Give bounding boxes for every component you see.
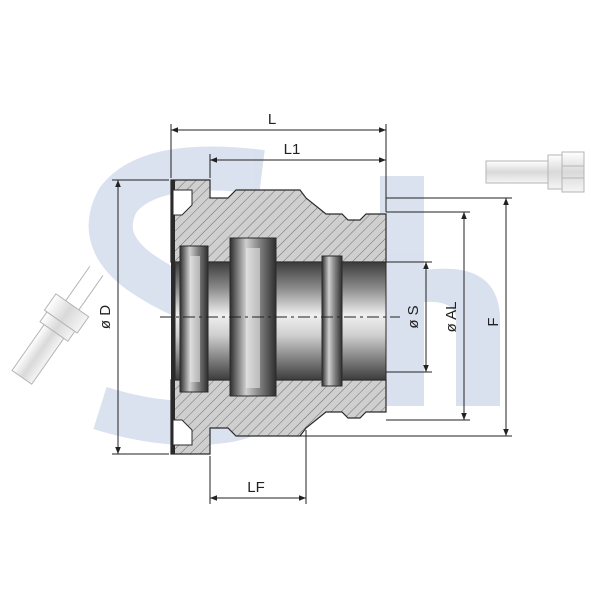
part-section	[170, 179, 387, 455]
dimension-D: ø D	[97, 179, 169, 455]
dim-F-label: F	[485, 317, 502, 326]
dim-LF-label: LF	[247, 479, 265, 496]
dimension-S: ø S	[386, 261, 432, 373]
dim-AL-label: ø AL	[443, 302, 460, 333]
dim-D-label: ø D	[97, 305, 114, 329]
dim-S-label: ø S	[405, 305, 422, 328]
dimension-F: F	[300, 197, 512, 437]
dim-L-label: L	[268, 111, 276, 128]
dimension-LF: LF	[209, 430, 307, 504]
hose-fitting-icon	[485, 151, 585, 193]
dim-L1-label: L1	[284, 141, 301, 158]
hose-fitting-icon	[11, 265, 104, 385]
dimension-AL: ø AL	[386, 211, 470, 421]
dimension-L1: L1	[209, 141, 387, 212]
bore	[160, 237, 400, 397]
